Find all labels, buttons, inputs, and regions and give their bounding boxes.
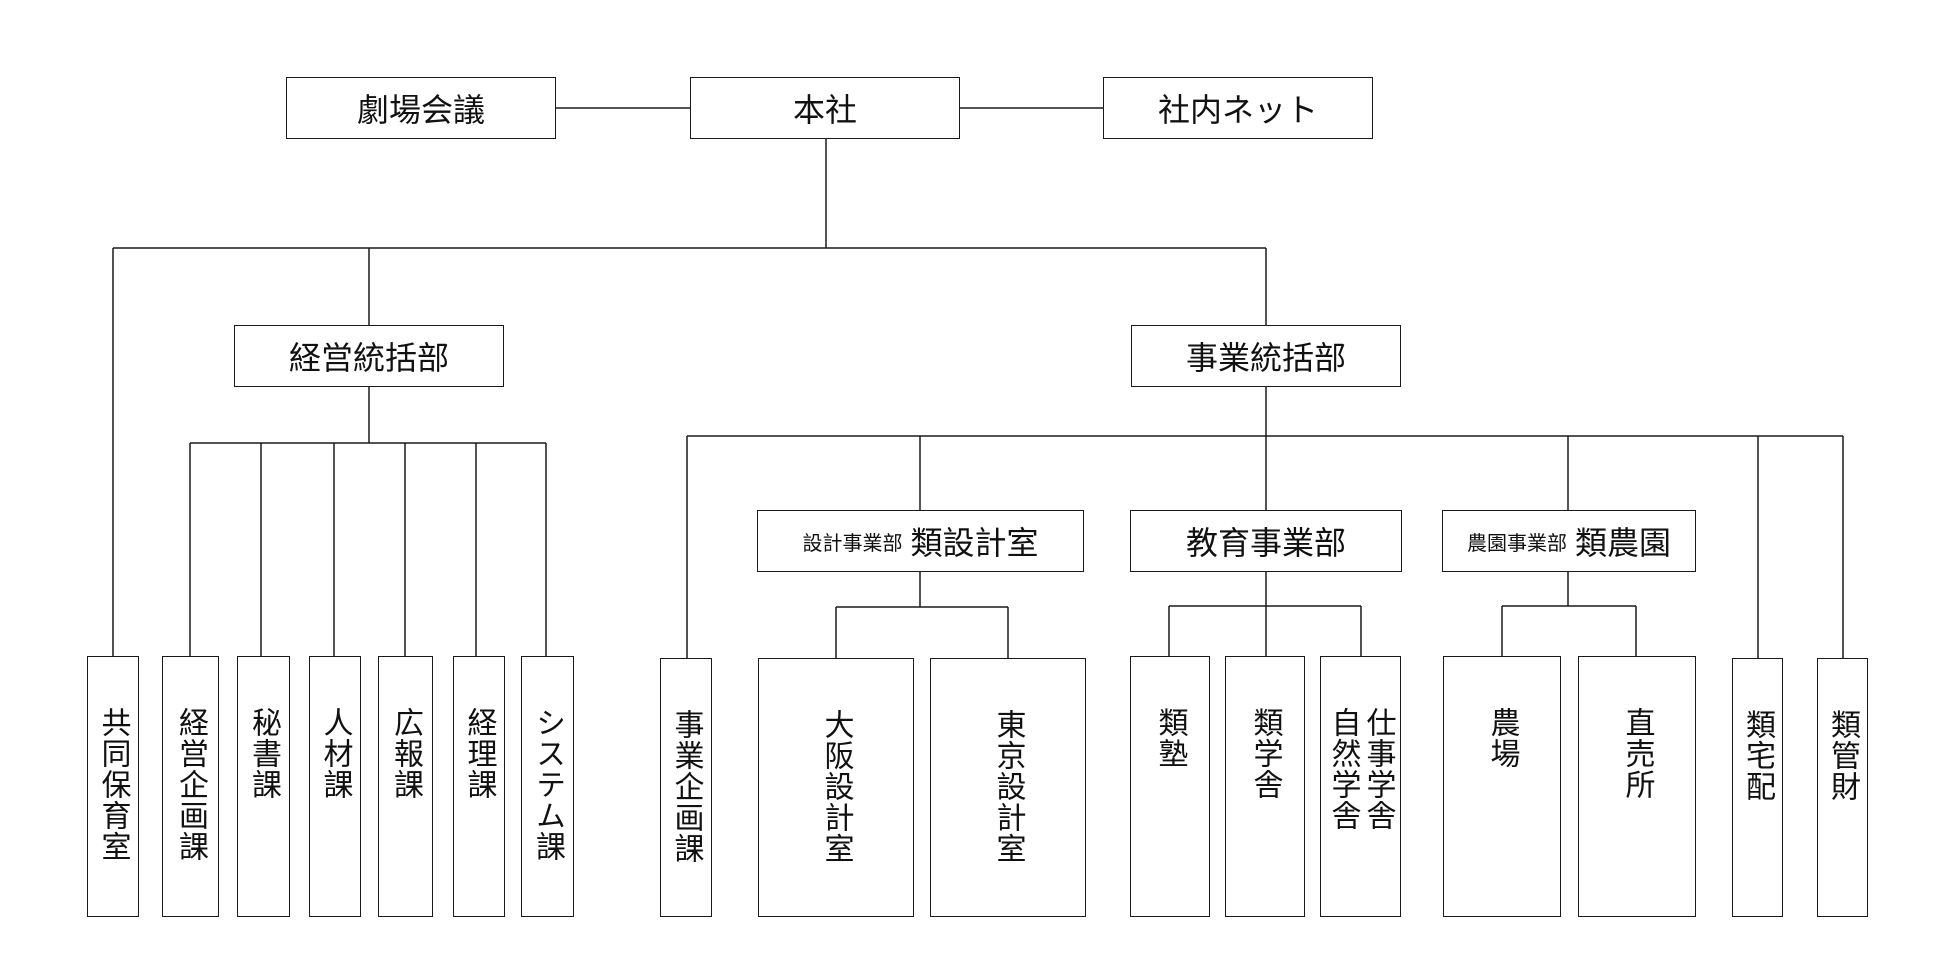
leaf-label: 秘書課 — [246, 707, 281, 800]
leaf-pr: 広報課 — [378, 656, 433, 917]
label: 社内ネット — [1157, 91, 1318, 129]
leaf-label: 類学舎 — [1247, 707, 1283, 800]
box-headquarters: 本社 — [690, 77, 960, 139]
leaf-rui-gakusha: 類学舎 — [1225, 656, 1305, 917]
label: 類農園 — [1574, 524, 1671, 562]
leaf-label: 類管財 — [1825, 709, 1860, 802]
leaf-hr: 人材課 — [309, 656, 361, 917]
leaf-label: 人材課 — [317, 707, 353, 800]
label: 劇場会議 — [356, 91, 485, 129]
leaf-accounting: 経理課 — [453, 656, 505, 917]
leaf-label: 農場 — [1484, 707, 1520, 769]
box-education-department: 教育事業部 — [1130, 510, 1402, 572]
label: 事業統括部 — [1185, 339, 1346, 377]
leaf-secretary: 秘書課 — [237, 656, 290, 917]
leaf-rui-kanzai: 類管財 — [1817, 658, 1868, 917]
leaf-label: 直売所 — [1619, 707, 1655, 800]
label: 教育事業部 — [1185, 524, 1346, 562]
leaf-daycare: 共同保育室 — [87, 656, 139, 917]
leaf-label: 大阪設計室 — [818, 709, 854, 864]
box-theater-meeting: 劇場会議 — [286, 77, 556, 139]
leaf-rui-juku: 類塾 — [1130, 656, 1210, 917]
leaf-label: 類宅配 — [1740, 709, 1775, 802]
box-management-division: 経営統括部 — [234, 325, 504, 387]
leaf-rui-delivery: 類宅配 — [1732, 658, 1783, 917]
leaf-label: 経理課 — [461, 707, 497, 800]
box-design-department: 設計事業部 類設計室 — [757, 510, 1084, 572]
leaf-shigoto-shizen-gakusha: 仕事学舎 自然学舎 — [1320, 656, 1401, 917]
leaf-label: 広報課 — [388, 707, 423, 800]
leaf-farm: 農場 — [1443, 656, 1561, 917]
label: 経営統括部 — [288, 339, 449, 377]
leaf-label: システム課 — [530, 707, 565, 862]
department-prefix: 農園事業部 — [1466, 530, 1567, 555]
leaf-biz-planning: 事業企画課 — [660, 658, 712, 917]
leaf-osaka-design: 大阪設計室 — [758, 658, 914, 917]
leaf-direct-sales: 直売所 — [1578, 656, 1696, 917]
leaf-label: 類塾 — [1152, 707, 1188, 769]
leaf-tokyo-design: 東京設計室 — [930, 658, 1086, 917]
box-agriculture-department: 農園事業部 類農園 — [1442, 510, 1696, 572]
leaf-label-col2: 自然学舎 — [1325, 707, 1361, 831]
leaf-label-col1: 仕事学舎 — [1360, 707, 1396, 831]
label: 類設計室 — [910, 524, 1039, 562]
box-internal-net: 社内ネット — [1103, 77, 1373, 139]
leaf-mgmt-planning: 経営企画課 — [162, 656, 219, 917]
leaf-label: 事業企画課 — [668, 709, 704, 864]
leaf-system: システム課 — [521, 656, 574, 917]
leaf-label: 共同保育室 — [95, 707, 131, 862]
leaf-label: 経営企画課 — [173, 707, 208, 862]
department-prefix: 設計事業部 — [802, 530, 903, 555]
box-business-division: 事業統括部 — [1131, 325, 1401, 387]
leaf-label: 東京設計室 — [990, 709, 1026, 864]
label: 本社 — [792, 91, 857, 129]
